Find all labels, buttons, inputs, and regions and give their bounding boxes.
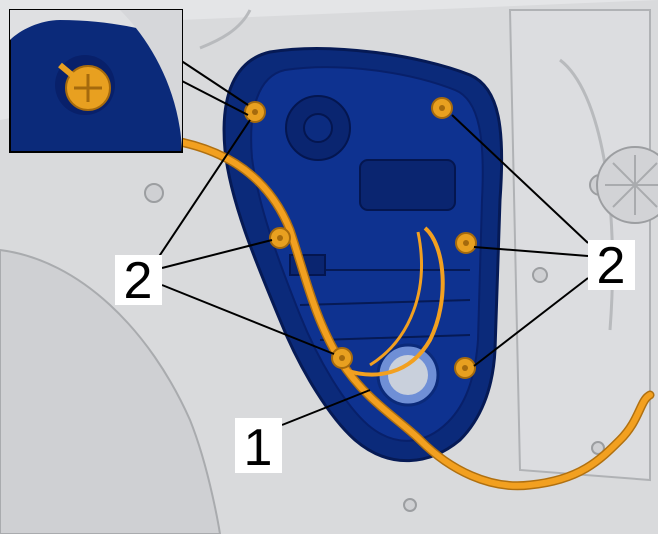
fastener-mid-right <box>455 232 477 254</box>
door-hole <box>144 183 164 203</box>
door-cable <box>199 9 252 50</box>
fastener-bottom-left <box>331 347 353 369</box>
harness-branch <box>369 231 423 367</box>
fastener-detail-inset <box>9 9 183 153</box>
svg-text:2: 2 <box>124 252 153 310</box>
door-hole <box>591 441 605 455</box>
door-lower-contour <box>0 248 222 534</box>
fastener-mid-left <box>269 227 291 249</box>
regulator-drum-hub <box>303 113 333 143</box>
fastener-bottom-right <box>454 357 476 379</box>
door-hole <box>532 267 548 283</box>
harness-branch-loop <box>344 226 445 377</box>
speaker-opening-inner <box>388 355 428 395</box>
fastener-top-left <box>244 101 266 123</box>
door-hole <box>403 498 417 512</box>
speaker-grille-ribs <box>605 155 658 215</box>
callout-1-label: 1 <box>235 418 282 477</box>
fastener-top-right <box>431 97 453 119</box>
svg-text:2: 2 <box>597 237 626 295</box>
callout-2-left-label: 2 <box>115 252 162 310</box>
wiring-harness <box>167 137 653 489</box>
window-motor <box>359 159 456 211</box>
callout-2-right-label: 2 <box>588 237 635 295</box>
svg-text:1: 1 <box>244 419 273 477</box>
door-right-structure <box>508 9 651 482</box>
leader-lines <box>157 59 589 426</box>
